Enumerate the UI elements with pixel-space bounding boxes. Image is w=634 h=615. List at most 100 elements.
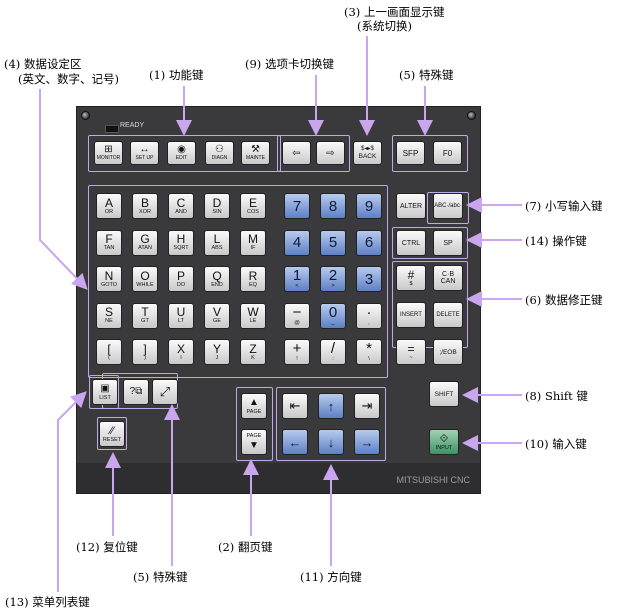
back-icon: $◂▸$	[361, 146, 374, 152]
insert-button[interactable]: INSERT	[396, 302, 426, 328]
key-sub-label: END	[211, 281, 223, 288]
numkey[interactable]: 3	[356, 266, 382, 292]
key-sub-label: ABS	[211, 245, 223, 251]
input-label: INPUT	[435, 444, 453, 451]
key-sub-label: COS	[247, 208, 259, 215]
sfp-button[interactable]: SFP	[396, 141, 425, 165]
sp-button[interactable]: SP	[433, 230, 463, 256]
monitor-button[interactable]: ⊞MONITOR	[94, 141, 123, 165]
page-up-button[interactable]: ▲PAGE	[241, 393, 267, 419]
list-button[interactable]: ▣LIST	[92, 379, 118, 405]
key-main-label: O	[140, 268, 150, 283]
numkey[interactable]: 2>	[320, 266, 346, 292]
numkey[interactable]: +!	[284, 339, 310, 365]
tab-next-button[interactable]: ⇨	[316, 141, 345, 165]
key-main-label: M	[248, 232, 258, 246]
numkey[interactable]: 5	[320, 229, 346, 256]
key-main-label: 9	[364, 197, 374, 215]
f0-button[interactable]: F0	[433, 141, 462, 165]
key-sub-label: K	[251, 354, 255, 361]
setup-button[interactable]: ↔SET UP	[130, 141, 159, 165]
right-button[interactable]: →	[354, 429, 380, 455]
reset-icon: ⁄⁄	[110, 424, 114, 437]
numkey[interactable]: 8	[320, 193, 346, 219]
shift-button[interactable]: SHIFT	[429, 381, 459, 407]
label-input: (10) 输入键	[525, 437, 587, 451]
up-button[interactable]: ↑	[318, 393, 344, 419]
down-button[interactable]: ↓	[318, 429, 344, 455]
key-main-label: 8	[328, 197, 338, 215]
input-button[interactable]: ⟐INPUT	[429, 429, 459, 455]
numkey[interactable]: −@	[284, 302, 310, 329]
key-bracket[interactable]: ])	[132, 339, 158, 365]
window-switch-icon: ?⧉	[129, 386, 143, 397]
hash-sub-label: $	[409, 280, 413, 287]
key-sub-label: >	[331, 283, 335, 289]
page-down-button[interactable]: PAGE▼	[241, 429, 267, 455]
alter-label: ALTER	[399, 202, 423, 210]
delete-button[interactable]: DELETE	[433, 302, 463, 328]
tab-prev-button[interactable]: ⇦	[282, 141, 311, 165]
numkey[interactable]: 6	[356, 229, 382, 256]
end-button[interactable]: ⇥	[354, 393, 380, 419]
edit-button[interactable]: ◉EDIT	[167, 141, 196, 165]
numkey[interactable]: 7	[284, 193, 310, 219]
key-sub-label: SIN	[212, 208, 222, 215]
label-special-top: (5) 特殊键	[399, 68, 454, 82]
label-menu-list: (13) 菜单列表键	[5, 595, 90, 609]
mainte-button[interactable]: ⚒MAINTE	[241, 141, 270, 165]
reset-button[interactable]: ⁄⁄RESET	[99, 421, 125, 447]
numkey[interactable]: /:	[320, 339, 346, 365]
key-main-label: B	[140, 195, 149, 210]
key-bracket[interactable]: [(	[96, 339, 122, 365]
numkey[interactable]: 0_	[320, 302, 346, 329]
numkey[interactable]: *\	[356, 339, 382, 365]
numkey[interactable]: 9	[356, 193, 382, 219]
key-sub-label: EQ	[249, 281, 257, 288]
equal-button[interactable]: =~	[396, 339, 426, 365]
key-main-label: −	[292, 303, 302, 321]
numkey[interactable]: 4	[284, 229, 310, 256]
left-button[interactable]: ←	[282, 429, 308, 455]
back-button[interactable]: $◂▸$BACK	[353, 141, 382, 165]
numkey[interactable]: 1<	[284, 266, 310, 292]
setup-label: SET UP	[135, 155, 154, 161]
numkey[interactable]: ·,	[356, 302, 382, 329]
alter-button[interactable]: ALTER	[396, 193, 426, 219]
hash-button[interactable]: #$	[396, 265, 426, 291]
eob-button[interactable]: ;/EOB	[433, 339, 463, 365]
key-main-label: ·	[366, 303, 372, 321]
ctrl-button[interactable]: CTRL	[396, 230, 426, 256]
shift-label: SHIFT	[434, 390, 454, 398]
window-switch-button[interactable]: ?⧉	[123, 379, 149, 405]
home-button[interactable]: ⇤	[282, 393, 308, 419]
diagn-button[interactable]: ⚇DIAGN	[205, 141, 234, 165]
edit-label: EDIT	[175, 155, 188, 161]
lowercase-button[interactable]: ABC·/abc·	[433, 193, 463, 219]
lowercase-label: ABC·/abc·	[434, 202, 462, 209]
